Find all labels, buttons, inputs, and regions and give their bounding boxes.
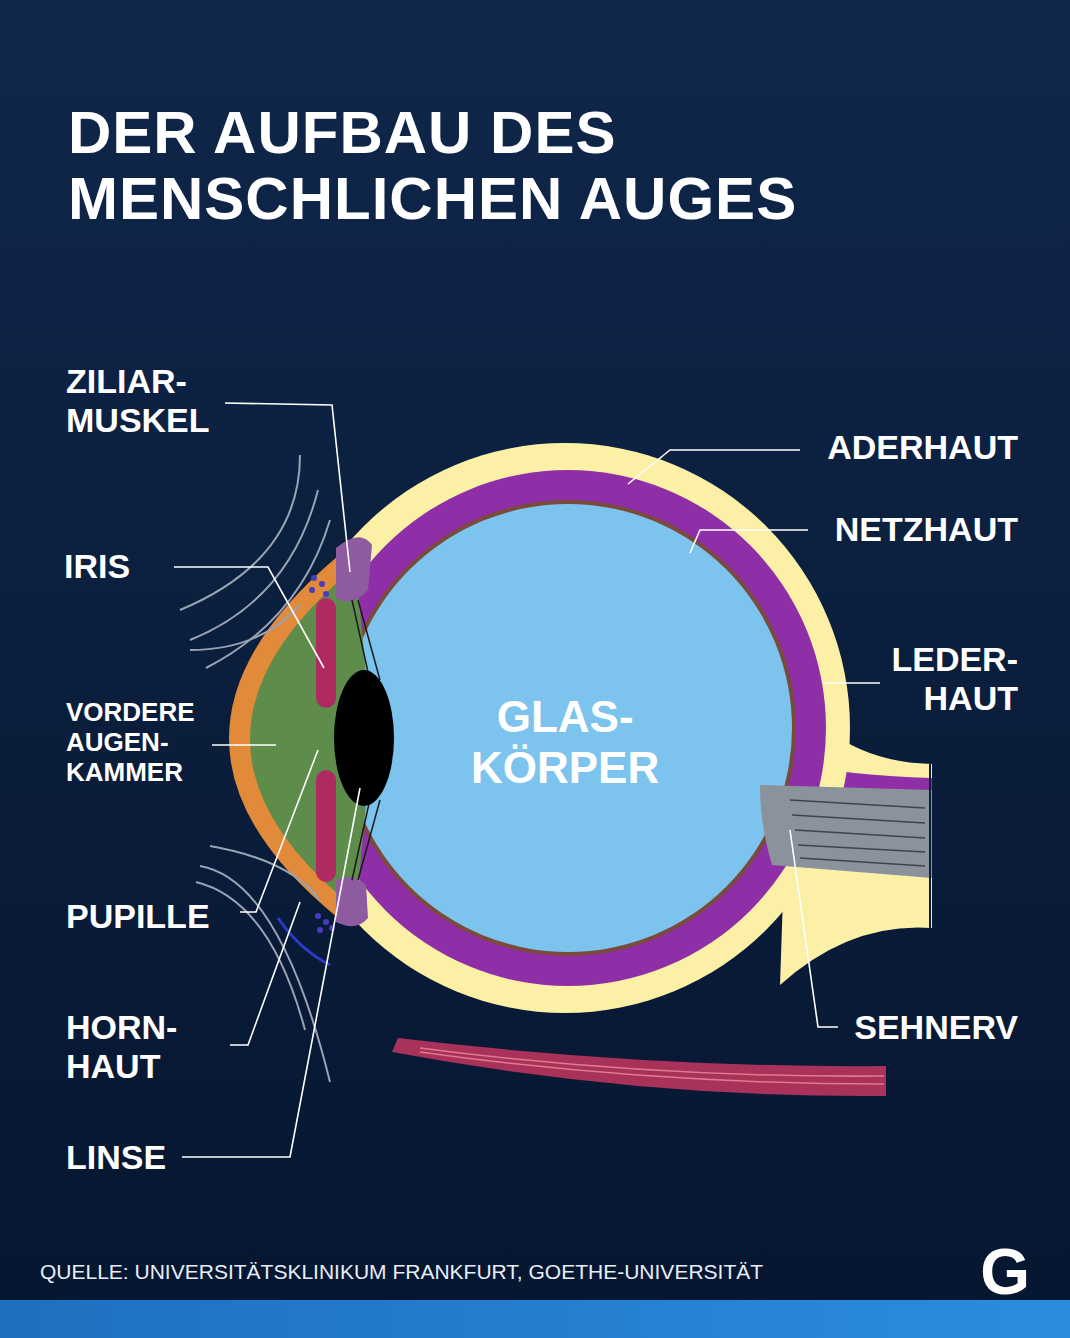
part-label: ZILIAR- MUSKEL xyxy=(66,362,210,440)
bottom-bar xyxy=(0,1300,1070,1338)
part-label: NETZHAUT xyxy=(835,510,1018,549)
ciliary-muscle xyxy=(336,877,368,926)
optic-nerve xyxy=(760,785,932,878)
retina xyxy=(340,500,796,956)
leader-line xyxy=(174,403,880,1157)
diagram-title: DER AUFBAU DES MENSCHLICHEN AUGES xyxy=(68,100,1028,232)
muscle-fibres xyxy=(420,1048,884,1084)
eye-muscle xyxy=(392,1038,886,1096)
vitreous-body xyxy=(344,504,792,952)
nerve-fibres xyxy=(790,800,925,866)
choroid xyxy=(310,470,826,986)
part-label: HORN- HAUT xyxy=(66,1008,177,1086)
sclera xyxy=(280,443,850,1013)
ciliary-muscle xyxy=(336,537,372,601)
part-label: IRIS xyxy=(64,547,130,586)
part-label: SEHNERV xyxy=(854,1008,1018,1047)
part-label: VORDERE AUGEN- KAMMER xyxy=(66,698,195,788)
part-label: PUPILLE xyxy=(66,897,210,936)
part-label: ADERHAUT xyxy=(827,428,1018,467)
eyelid-lines xyxy=(180,455,330,1082)
part-label: LINSE xyxy=(66,1138,166,1177)
canal-dots xyxy=(309,575,335,933)
lens xyxy=(334,670,394,806)
iris xyxy=(316,770,336,882)
part-label: LEDER- HAUT xyxy=(891,640,1018,718)
part-label: GLAS- KÖRPER xyxy=(471,692,659,793)
iris xyxy=(316,598,336,708)
logo-mark: G xyxy=(980,1236,1030,1310)
source-caption: QUELLE: UNIVERSITÄTSKLINIKUM FRANKFURT, … xyxy=(40,1260,763,1284)
nerve-cut xyxy=(929,764,931,928)
